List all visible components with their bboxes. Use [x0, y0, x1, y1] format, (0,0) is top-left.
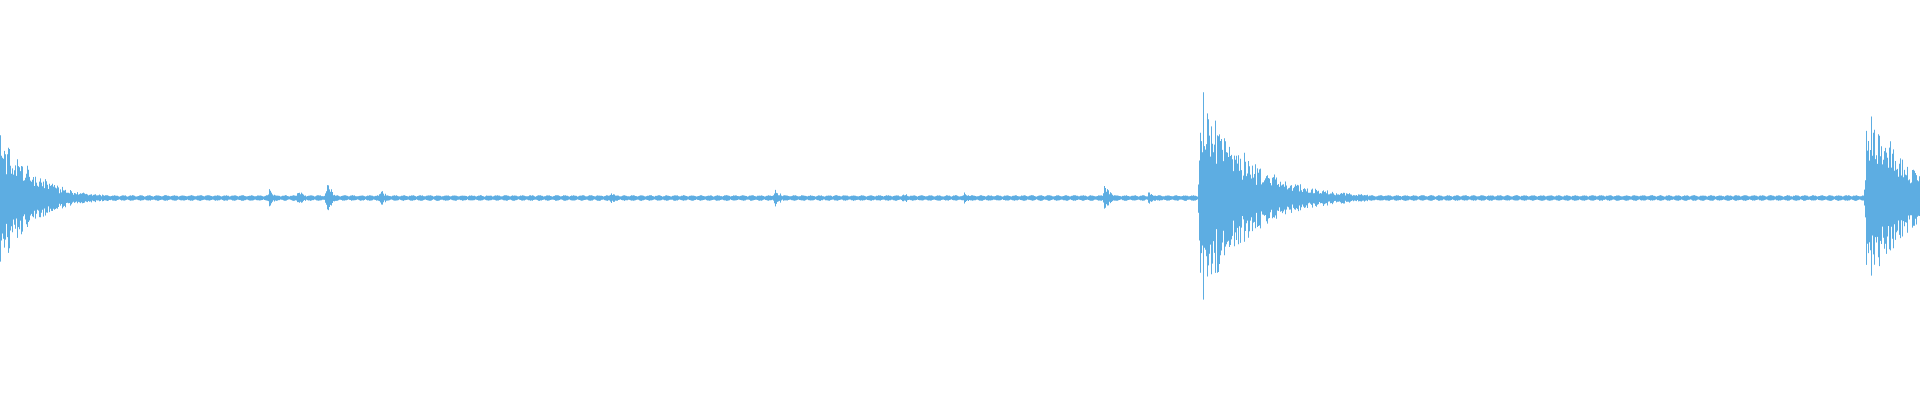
waveform-signal: [0, 92, 1920, 300]
